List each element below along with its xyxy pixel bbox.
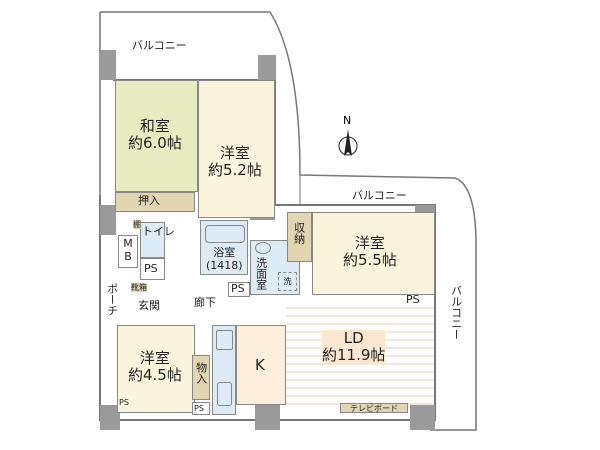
sink-icon	[255, 242, 271, 254]
wall-pillar	[100, 205, 116, 235]
room-youshitsu-55-label: 洋室約5.5帖	[343, 234, 397, 270]
tv-board: テレビボード	[340, 403, 408, 413]
room-youshitsu-45-label: 洋室約4.5帖	[128, 349, 182, 385]
room-youshitsu-55	[312, 212, 435, 295]
storage-monoire	[192, 355, 210, 400]
wall-pillar	[258, 55, 276, 80]
storage-tana-label: 棚	[133, 220, 141, 230]
north-compass-icon: N	[336, 112, 360, 162]
ps-monoire	[192, 402, 210, 415]
ps-label: PS	[119, 398, 129, 407]
storage-monoire-label: 物入	[194, 362, 208, 384]
ps-label: PS	[406, 293, 420, 306]
ps-label: PS	[194, 404, 204, 413]
ps-toilet	[140, 258, 165, 280]
room-hallway-label: 廊下	[194, 296, 216, 309]
storage-oshiire	[115, 192, 195, 212]
storage-shuno-label: 収納	[292, 222, 306, 244]
wall-pillar	[100, 405, 120, 430]
room-bath-label: 浴室(1418)	[206, 246, 243, 272]
room-toilet-label: トイレ	[142, 225, 175, 238]
storage-mb-label: MB	[123, 237, 133, 263]
balcony-label-right: バルコニー	[449, 285, 463, 340]
wall-pillar	[255, 405, 280, 430]
wall-pillar	[410, 405, 435, 430]
balcony-label-top: バルコニー	[132, 39, 187, 53]
room-toilet	[140, 222, 165, 258]
ps-label: PS	[231, 282, 245, 295]
kitchen-sink-icon	[217, 382, 232, 406]
ps-label: PS	[144, 262, 158, 275]
room-youshitsu-52	[198, 80, 275, 218]
wall-pillar	[100, 50, 116, 80]
room-kitchen-label: K	[255, 356, 265, 374]
washer-space: 洗	[278, 272, 297, 291]
room-entrance-label: 玄関	[138, 299, 160, 312]
room-bath	[200, 220, 248, 275]
stove-icon	[216, 330, 233, 350]
ps-bath	[228, 282, 250, 297]
storage-getabako-label: 靴箱	[131, 283, 147, 293]
room-washitsu	[115, 80, 198, 192]
storage-shuno	[287, 212, 312, 262]
balcony-label-middle: バルコニー	[352, 189, 407, 203]
room-kitchen	[236, 325, 286, 405]
room-washitsu-label: 和室約6.0帖	[128, 117, 182, 153]
room-washroom-label: 洗面室	[254, 257, 268, 290]
storage-mb	[118, 235, 138, 268]
storage-oshiire-label: 押入	[138, 194, 160, 207]
room-youshitsu-45	[117, 325, 195, 413]
room-porch-label: ポーチ	[105, 283, 119, 316]
bathtub-icon	[205, 225, 245, 243]
svg-text:N: N	[343, 114, 351, 127]
room-youshitsu-52-label: 洋室約5.2帖	[208, 144, 262, 180]
